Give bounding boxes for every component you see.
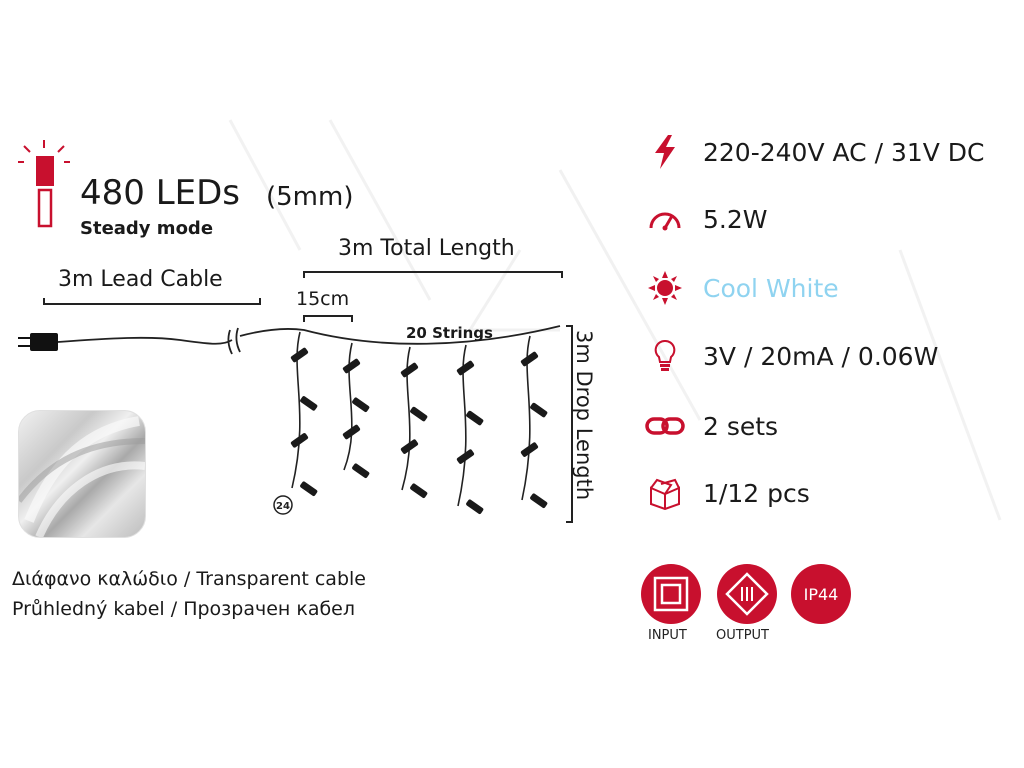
led-bulb [400,362,419,378]
total-length-label: 3m Total Length [338,236,515,261]
strings-label: 20 Strings [406,324,493,342]
input-badge [641,564,701,624]
input-label: INPUT [648,628,687,643]
connectable-count-badge: 24 [273,495,293,515]
main-cable [239,325,561,345]
lightning-icon [645,134,685,170]
led-icon [18,140,70,228]
spec-voltage: 220-240V AC / 31V DC [645,134,985,170]
chain-link-icon [645,408,685,444]
led-bulb [300,481,318,496]
led-bulb [342,424,361,440]
sun-icon [645,270,685,306]
spec-color-text: Cool White [703,273,839,303]
cable-description-line2: Průhledný kabel / Прозрачен кабел [12,598,356,620]
lead-cable-label: 3m Lead Cable [58,267,223,292]
led-bulb [300,396,318,411]
spec-power-text: 5.2W [703,204,768,234]
ip-rating-text: IP44 [803,584,839,604]
led-bulb [466,410,484,426]
output-class-icon [725,572,769,616]
output-badge [717,564,777,624]
led-bulb [410,406,428,422]
spec-led-rating-text: 3V / 20mA / 0.06W [703,341,939,371]
icicle-strings [290,331,548,514]
lead-cable-bracket [43,298,261,305]
cable-break-icon [227,327,241,355]
led-bulb [290,347,309,363]
led-size: (5mm) [266,182,354,212]
icicle-wire [457,344,467,507]
connectable-count: 24 [276,501,290,512]
led-count: 480 LEDs [80,173,241,213]
led-bulb [530,493,548,508]
drop-length-bracket [566,325,573,523]
icicle-wire [521,335,531,501]
spec-packaging-text: 1/12 pcs [703,478,810,508]
drop-length-label: 3m Drop Length [572,330,596,501]
spec-packaging: 1/12 pcs [645,475,810,511]
spec-power: 5.2W [645,201,767,237]
spec-connectable: 2 sets [645,408,778,444]
spacing-bracket [303,315,353,322]
spec-voltage-text: 220-240V AC / 31V DC [703,137,985,167]
led-bulb [520,442,539,457]
output-label: OUTPUT [716,628,769,643]
total-length-bracket [303,271,563,278]
icicle-wire [343,342,353,471]
led-bulb [352,463,370,478]
led-bulb [400,439,419,454]
icicle-wire [291,331,301,489]
led-bulb [456,360,475,376]
lead-cable [57,336,233,345]
watermark-logo [228,119,1002,521]
cable-description-line1: Διάφανο καλώδιο / Transparent cable [12,568,366,590]
spec-connectable-text: 2 sets [703,411,779,441]
led-bulb [342,358,361,374]
spec-color: Cool White [645,270,839,306]
icicle-wire [401,346,411,491]
input-class-icon [653,576,689,612]
box-icon [645,475,685,511]
plug-icon [18,333,58,351]
led-bulb [466,499,484,514]
spec-led-rating: 3V / 20mA / 0.06W [645,338,938,374]
led-bulb [520,351,539,367]
spacing-label: 15cm [296,288,350,310]
led-bulb [530,402,548,418]
mode-label: Steady mode [80,218,214,239]
cable-sample-image [18,410,146,538]
gauge-icon [645,201,685,237]
bulb-icon [645,338,685,374]
led-bulb [352,397,370,412]
led-bulb [456,449,475,464]
led-bulb [290,433,309,448]
led-bulb [410,483,428,498]
ip-rating-badge: IP44 [791,564,851,624]
